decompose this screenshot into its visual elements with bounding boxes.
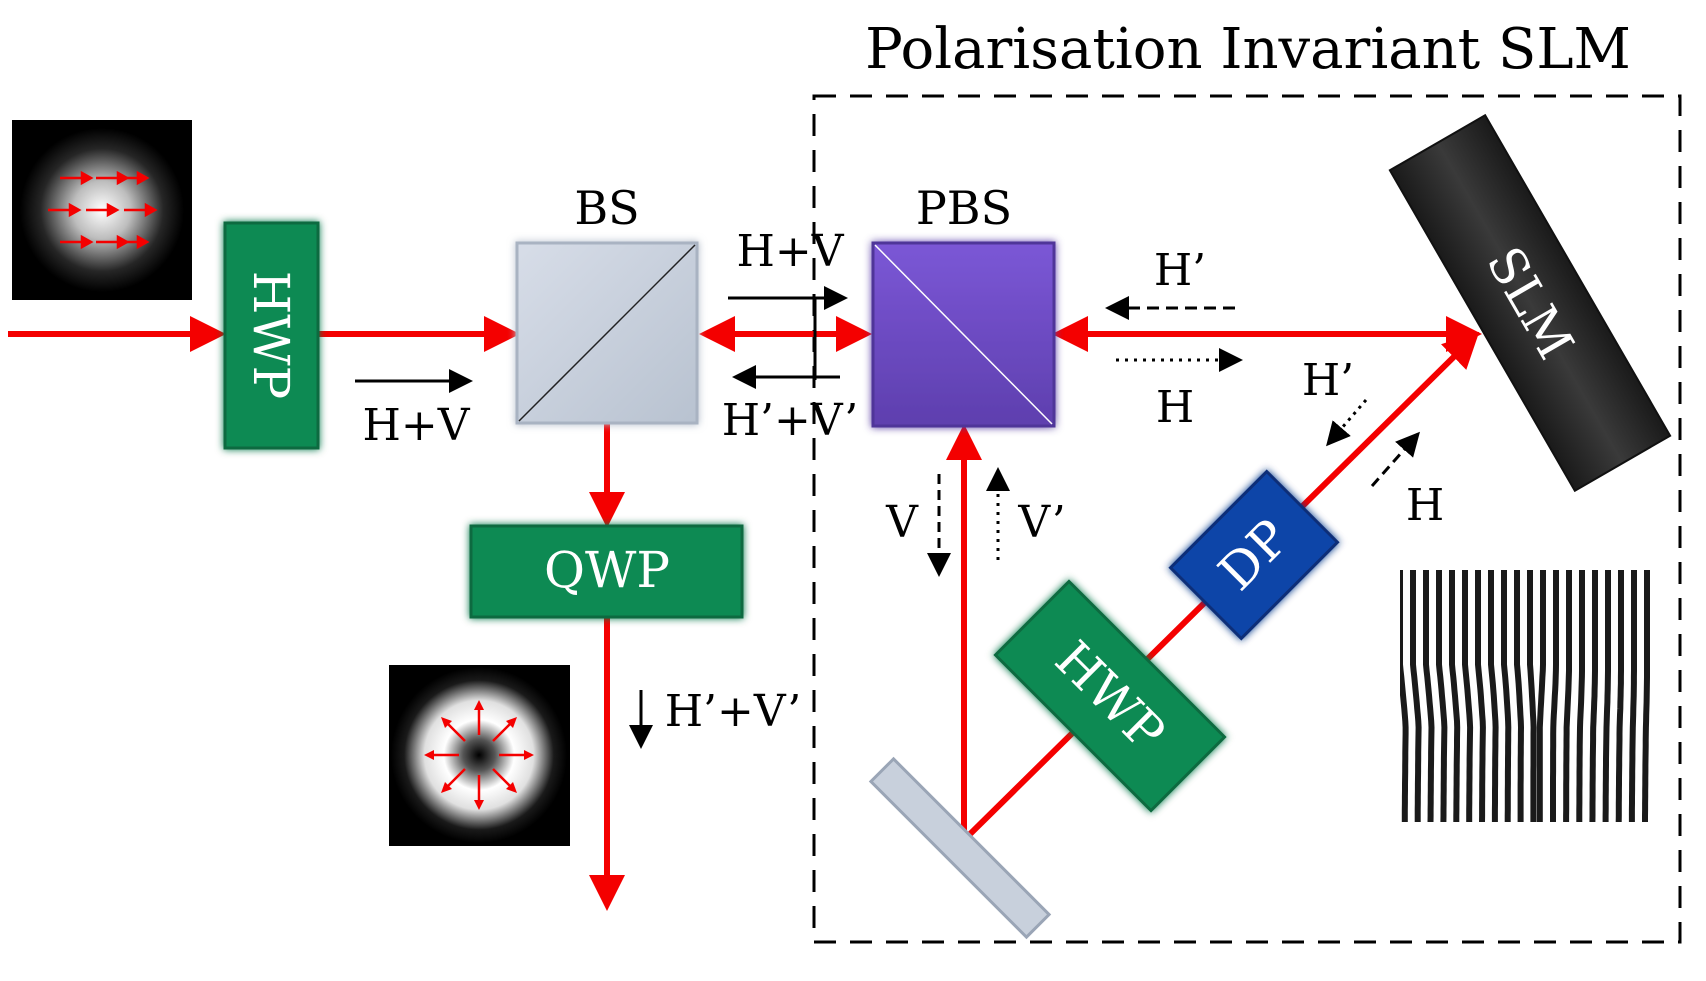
label-pbs-to-bs: H’+V’ <box>722 395 859 446</box>
hologram-fringe <box>1527 570 1537 822</box>
hologram-fringe <box>1671 570 1673 822</box>
inner-half-wave-plate <box>993 579 1227 813</box>
hologram-fringe <box>1550 570 1559 822</box>
arrow-dp-return <box>1326 399 1368 447</box>
hologram-fringe <box>1387 570 1393 822</box>
hologram-fringe <box>1536 570 1546 822</box>
input-hwp-label: HWP <box>242 271 300 400</box>
hologram-fringe <box>1475 570 1486 822</box>
label-v-down: V <box>885 497 919 548</box>
hologram-fringe <box>1658 570 1660 822</box>
hologram-fringe <box>1589 570 1598 822</box>
horizontal-polarisation-arrows <box>48 170 158 250</box>
hologram-fringe <box>1514 570 1525 822</box>
label-dp-forward: H <box>1406 480 1444 531</box>
hologram-fringe <box>1642 570 1650 822</box>
hologram-fringe <box>1410 570 1422 822</box>
dove-prism <box>1168 469 1340 641</box>
spatial-light-modulator <box>1388 113 1672 493</box>
qwp-label: QWP <box>544 541 670 599</box>
hologram-fringe <box>1436 570 1448 822</box>
mirror <box>868 756 1052 940</box>
label-input-pol: H+V <box>362 400 470 451</box>
quarter-wave-plate <box>469 524 744 619</box>
hologram-fringe <box>1488 570 1499 822</box>
hologram-fringe <box>1423 570 1435 822</box>
hologram-fringe <box>1501 570 1512 822</box>
label-slm-return: H’ <box>1154 245 1206 296</box>
polarising-beam-splitter <box>871 241 1056 428</box>
diagram-title: Polarisation Invariant SLM <box>865 17 1631 82</box>
input-half-wave-plate <box>223 221 320 450</box>
label-output-pol: H’+V’ <box>665 686 802 737</box>
hologram-fringe <box>1576 570 1585 822</box>
arrow-dp-forward <box>1370 431 1420 487</box>
hologram-fringe <box>1400 570 1409 822</box>
radial-polarisation-arrows <box>431 707 527 803</box>
label-pbs-to-slm: H <box>1156 382 1194 433</box>
input-beam-profile <box>12 120 192 300</box>
hologram-fringe <box>1615 570 1624 822</box>
hologram-fringe <box>1462 570 1474 822</box>
label-v-up: V’ <box>1017 497 1065 548</box>
label-bs-to-pbs: H+V <box>736 226 844 277</box>
bs-label: BS <box>574 181 639 235</box>
label-dp-return: H’ <box>1302 355 1354 406</box>
slm-enclosure <box>812 94 1682 944</box>
hologram-fringe <box>1563 570 1572 822</box>
hologram-fringe <box>1602 570 1611 822</box>
hologram-fringe <box>1449 570 1461 822</box>
hologram-fringe <box>1374 570 1380 822</box>
beam-splitter <box>515 241 699 425</box>
pbs-label: PBS <box>916 181 1012 235</box>
hologram-fringe <box>1628 570 1637 822</box>
polarisation-arrows <box>355 286 1420 749</box>
output-beam-profile <box>389 665 570 846</box>
hologram-pattern <box>1374 570 1673 822</box>
